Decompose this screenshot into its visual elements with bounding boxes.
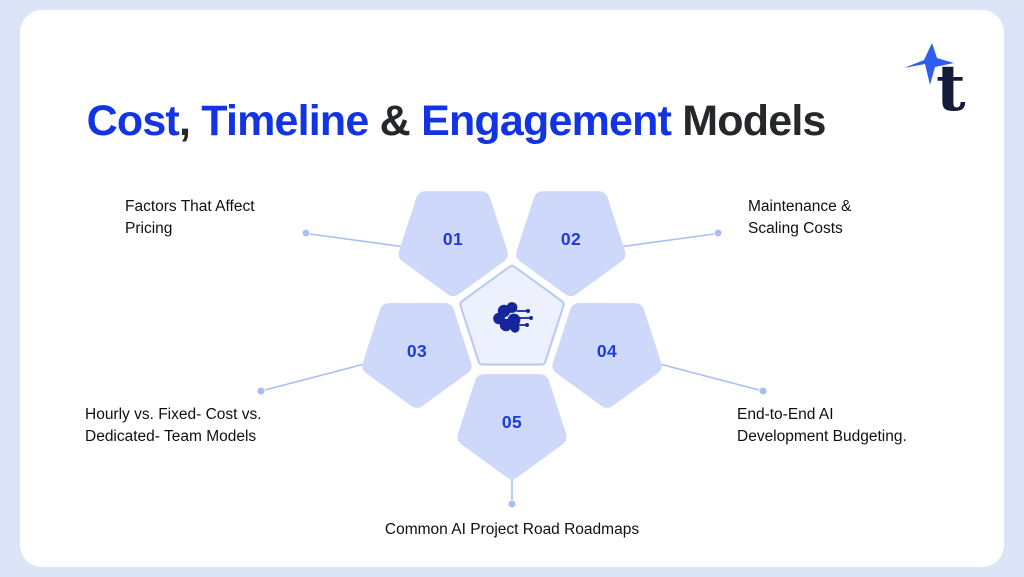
node-label-05-line-1: Common AI Project Road Roadmaps <box>384 521 640 538</box>
slide-card: Cost, Timeline & Engagement Models t <box>20 10 1004 567</box>
node-number-01: 01 <box>443 229 463 249</box>
company-logo: t <box>904 43 966 118</box>
connector-01 <box>309 233 406 248</box>
node-label-04: End-to-End AI Development Budgeting. <box>737 404 907 447</box>
connector-dot-02 <box>714 229 722 237</box>
connector-dot-01 <box>302 229 310 237</box>
node-label-02: Maintenance & Scaling Costs <box>748 196 851 239</box>
node-label-04-line-1: End-to-End AI <box>737 406 834 423</box>
node-label-01-line-2: Pricing <box>125 219 173 237</box>
connector-dot-05 <box>508 500 516 508</box>
connectors <box>264 233 760 500</box>
node-number-04: 04 <box>597 341 617 361</box>
title-word-models: Models <box>671 97 826 145</box>
title-word-engagement: Engagement <box>421 97 672 145</box>
logo-star-icon <box>904 43 954 85</box>
node-label-01-line-1: Factors That Affect <box>125 198 255 215</box>
brain-circuit-icon <box>493 302 533 333</box>
title-comma: , <box>178 97 202 145</box>
title-word-cost: Cost <box>86 97 180 145</box>
node-number-05: 05 <box>502 412 522 432</box>
node-label-03: Hourly vs. Fixed- Cost vs. Dedicated- Te… <box>85 404 262 447</box>
connector-dot-04 <box>759 387 767 395</box>
node-number-03: 03 <box>407 341 427 361</box>
node-number-02: 02 <box>561 229 581 249</box>
node-label-01: Factors That Affect Pricing <box>125 196 255 239</box>
connector-02 <box>618 233 715 248</box>
node-label-02-line-1: Maintenance & <box>748 198 852 215</box>
connector-03 <box>264 361 373 391</box>
node-label-04-line-2: Development Budgeting. <box>737 427 907 445</box>
node-label-03-line-2: Dedicated- Team Models <box>85 427 257 445</box>
logo-letter: t <box>936 51 966 118</box>
connector-dots <box>257 229 767 508</box>
node-label-05: Common AI Project Road Roadmaps <box>20 519 1004 541</box>
title-ampersand: & <box>379 97 422 145</box>
title-word-timeline: Timeline <box>201 97 380 145</box>
connector-dot-03 <box>257 387 265 395</box>
pentagon-flower-diagram: 01 02 03 04 05 <box>257 10 767 508</box>
node-label-03-line-1: Hourly vs. Fixed- Cost vs. <box>85 406 262 423</box>
page-title: Cost, Timeline & Engagement Models <box>42 48 827 195</box>
connector-04 <box>651 361 760 391</box>
node-label-02-line-2: Scaling Costs <box>748 219 843 237</box>
